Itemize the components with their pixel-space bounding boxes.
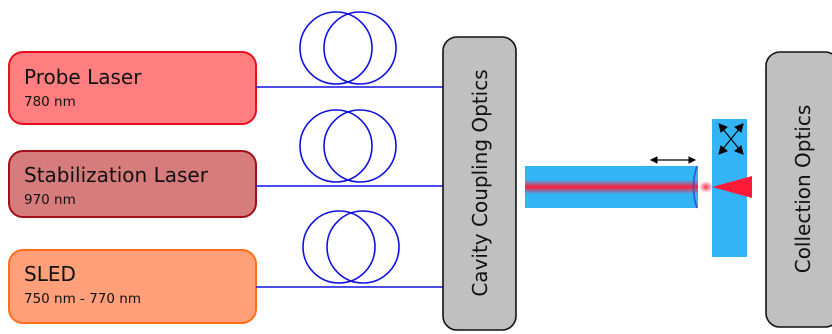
- stabilization-laser-wavelength: 970 nm: [24, 192, 76, 208]
- fiber-stabilization: [256, 109, 443, 187]
- coupling-optics-box: [442, 36, 517, 331]
- fiber-coil-loop: [299, 109, 373, 183]
- scan-arrows: [718, 123, 744, 155]
- source-sled: SLED 750 nm - 770 nm: [8, 249, 257, 324]
- cavity-coupling-optics: Cavity Coupling Optics: [442, 36, 517, 331]
- fiber-coil-loop: [323, 109, 397, 183]
- fiber-coil-loop: [323, 11, 397, 85]
- fiber-mirror: [692, 165, 698, 209]
- source-probe-laser: Probe Laser 780 nm: [8, 51, 257, 125]
- probe-laser-wavelength: 780 nm: [24, 94, 76, 110]
- beam-in-fiber: [525, 180, 698, 194]
- beam-cone: [712, 176, 752, 198]
- fiber-coil-loop: [299, 11, 373, 85]
- collection-optics-label: Collection Optics: [791, 105, 815, 274]
- stabilization-laser-box: [8, 150, 257, 218]
- cavity-fiber: [525, 165, 713, 209]
- cavity-mode: [699, 181, 713, 193]
- cavity-mirror-substrate: [712, 119, 752, 257]
- sled-wavelength: 750 nm - 770 nm: [24, 291, 141, 307]
- sled-name: SLED: [24, 262, 76, 286]
- source-stabilization-laser: Stabilization Laser 970 nm: [8, 150, 257, 218]
- fiber-coil-loop: [326, 210, 400, 284]
- coupling-optics-label: Cavity Coupling Optics: [468, 69, 492, 296]
- stabilization-laser-name: Stabilization Laser: [24, 163, 209, 187]
- collection-optics: Collection Optics: [765, 51, 832, 328]
- probe-laser-name: Probe Laser: [24, 65, 142, 89]
- fiber-probe: [256, 11, 443, 88]
- fiber-coil-loop: [302, 210, 376, 284]
- sled-box: [8, 249, 257, 324]
- translation-arrow: [649, 156, 697, 164]
- fiber-sled: [256, 210, 443, 288]
- collection-optics-box: [765, 51, 832, 328]
- probe-laser-box: [8, 51, 257, 125]
